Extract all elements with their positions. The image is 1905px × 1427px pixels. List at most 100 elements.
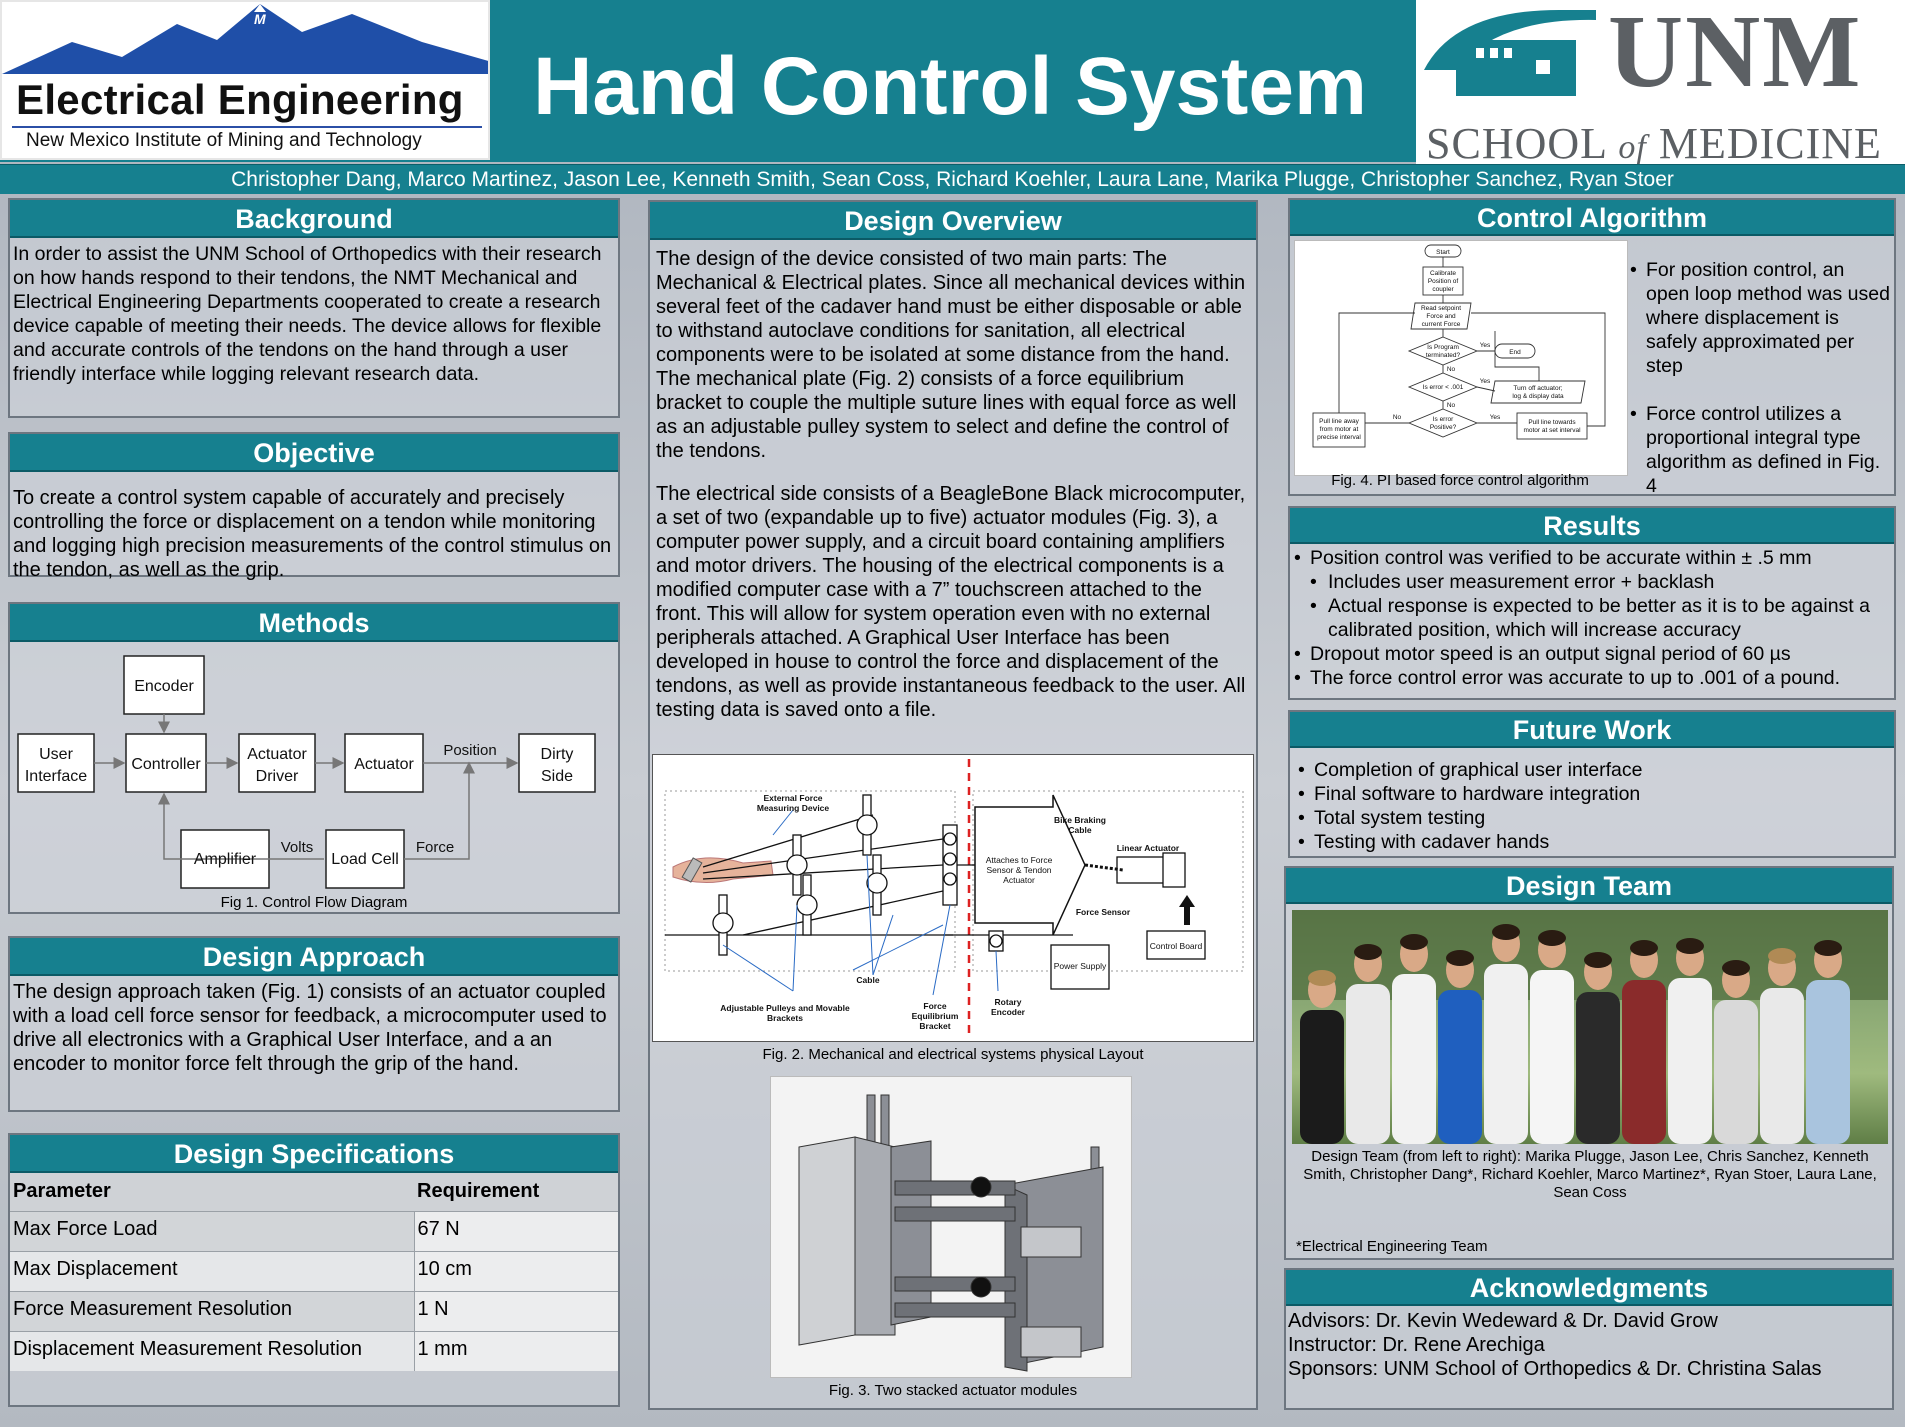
flow-no-3: No [1393, 414, 1402, 421]
spec-requirement: 1 N [414, 1290, 618, 1331]
objective-text: To create a control system capable of ac… [13, 487, 612, 581]
nmt-subtitle: New Mexico Institute of Mining and Techn… [26, 130, 422, 151]
ack-sponsors: Sponsors: UNM School of Orthopedics & Dr… [1288, 1358, 1822, 1380]
background-panel: Background In order to assist the UNM Sc… [8, 198, 620, 418]
fig2-force-sensor: Force Sensor [1076, 907, 1131, 917]
force-label: Force [416, 839, 454, 856]
controller-label: Controller [131, 756, 201, 773]
fig2-rotary-2: Encoder [991, 1007, 1026, 1017]
fig1-caption: Fig 1. Control Flow Diagram [220, 894, 408, 911]
flow-terminated-1: Is Program [1427, 344, 1459, 351]
team-member-figure [1484, 924, 1528, 1144]
control-algorithm-bullets: For position control, an open loop metho… [1628, 258, 1890, 498]
specs-heading: Design Specifications [10, 1135, 618, 1173]
fig2-cable: Cable [856, 975, 879, 985]
acknowledgments-panel: Acknowledgments Advisors: Dr. Kevin Wede… [1284, 1268, 1894, 1410]
future-work-item: Completion of graphical user interface [1296, 758, 1888, 782]
flow-calibrate-3: coupler [1432, 286, 1454, 293]
unm-building-icon [1424, 9, 1596, 96]
future-work-panel: Future Work Completion of graphical user… [1288, 710, 1896, 858]
design-approach-text: The design approach taken (Fig. 1) consi… [13, 981, 607, 1075]
ack-advisors: Advisors: Dr. Kevin Wedeward & Dr. David… [1288, 1310, 1718, 1332]
fig2-attaches-2: Sensor & Tendon [986, 865, 1051, 875]
team-member-figure [1622, 940, 1666, 1144]
fig3-caption: Fig. 3. Two stacked actuator modules [828, 1382, 1078, 1399]
specs-panel: Design Specifications Parameter Requirem… [8, 1133, 620, 1407]
objective-heading: Objective [10, 434, 618, 472]
position-label: Position [443, 742, 496, 759]
results-heading: Results [1290, 508, 1894, 544]
results-panel: Results Position control was verified to… [1288, 506, 1896, 700]
flow-pull-away-1: Pull line away [1319, 418, 1359, 425]
authors-line: Christopher Dang, Marco Martinez, Jason … [0, 164, 1905, 194]
methods-panel: Methods Encoder User Inte [8, 602, 620, 914]
unm-of: of [1618, 129, 1647, 164]
unm-wordmark: UNM [1608, 0, 1863, 109]
future-work-heading: Future Work [1290, 712, 1894, 748]
results-item: Position control was verified to be accu… [1292, 546, 1892, 570]
team-member-figure [1438, 950, 1482, 1144]
spec-requirement: 1 mm [414, 1330, 618, 1371]
results-list: Position control was verified to be accu… [1290, 544, 1894, 692]
fig2-external-force-2: Measuring Device [757, 803, 830, 813]
control-bullet-position: For position control, an open loop metho… [1628, 258, 1890, 378]
control-bullet-force: Force control utilizes a proportional in… [1628, 402, 1890, 498]
control-algorithm-heading: Control Algorithm [1290, 200, 1894, 236]
nmt-logo: M Electrical Engineering New Mexico Inst… [0, 0, 490, 160]
design-team-panel: Design Team Design Team (from left to ri… [1284, 866, 1894, 1260]
future-work-list: Completion of graphical user interfaceFi… [1290, 748, 1894, 864]
spec-parameter: Max Force Load [10, 1210, 415, 1251]
flow-yes-1: Yes [1480, 342, 1491, 349]
team-note: *Electrical Engineering Team [1296, 1238, 1488, 1255]
fig2-force-eq-3: Bracket [919, 1021, 950, 1031]
actuator-driver-box [238, 733, 316, 793]
dirty-side-box [518, 733, 596, 793]
design-approach-heading: Design Approach [10, 938, 618, 976]
flow-pull-towards-2: motor at set interval [1523, 427, 1581, 434]
encoder-label: Encoder [134, 678, 194, 695]
fig2-linear: Linear Actuator [1117, 843, 1180, 853]
volts-label: Volts [281, 839, 314, 856]
fig2-bike-1: Bike Braking [1054, 815, 1106, 825]
col-parameter: Parameter [10, 1173, 414, 1211]
fig2-attaches-3: Actuator [1003, 875, 1035, 885]
team-member-figure [1300, 970, 1344, 1144]
flowchart-box: Start Calibrate Position of coupler Read… [1294, 240, 1628, 476]
design-overview-para2: The electrical side consists of a Beagle… [656, 483, 1246, 721]
fig2-bike-2: Cable [1068, 825, 1091, 835]
team-caption: Design Team (from left to right): Marika… [1303, 1148, 1877, 1201]
load-cell-label: Load Cell [331, 851, 399, 868]
actuator-box [344, 733, 424, 793]
objective-panel: Objective To create a control system cap… [8, 432, 620, 581]
results-item: Actual response is expected to be better… [1292, 594, 1892, 642]
design-team-heading: Design Team [1286, 868, 1892, 904]
flow-calibrate-1: Calibrate [1430, 270, 1456, 277]
acknowledgments-heading: Acknowledgments [1286, 1270, 1892, 1306]
team-member-figure [1576, 952, 1620, 1144]
team-photo-icon [1292, 910, 1888, 1144]
team-photo [1292, 910, 1888, 1144]
nmt-mark: M [254, 11, 266, 27]
mountain-logo-icon: M [2, 4, 488, 74]
fig2-attaches-1: Attaches to Force [986, 855, 1053, 865]
spec-parameter: Force Measurement Resolution [10, 1290, 415, 1331]
flow-error-small: Is error < .001 [1423, 384, 1464, 391]
poster-title: Hand Control System [533, 41, 1367, 132]
team-member-figure [1760, 948, 1804, 1144]
future-work-item: Testing with cadaver hands [1296, 830, 1888, 854]
controller-box [125, 733, 207, 793]
unm-school-line: SCHOOL of MEDICINE [1426, 118, 1882, 164]
user-interface-label-1: User [39, 746, 73, 763]
flow-positive-2: Positive? [1430, 424, 1457, 431]
divider [12, 126, 482, 128]
team-member-figure [1346, 944, 1390, 1144]
actuator-driver-label-1: Actuator [247, 746, 307, 763]
background-text: In order to assist the UNM School of Ort… [13, 243, 602, 385]
team-member-figure [1714, 960, 1758, 1144]
fig2-pulleys-1: Adjustable Pulleys and Movable [720, 1003, 850, 1013]
future-work-item: Final software to hardware integration [1296, 782, 1888, 806]
unm-school: SCHOOL [1426, 119, 1607, 164]
